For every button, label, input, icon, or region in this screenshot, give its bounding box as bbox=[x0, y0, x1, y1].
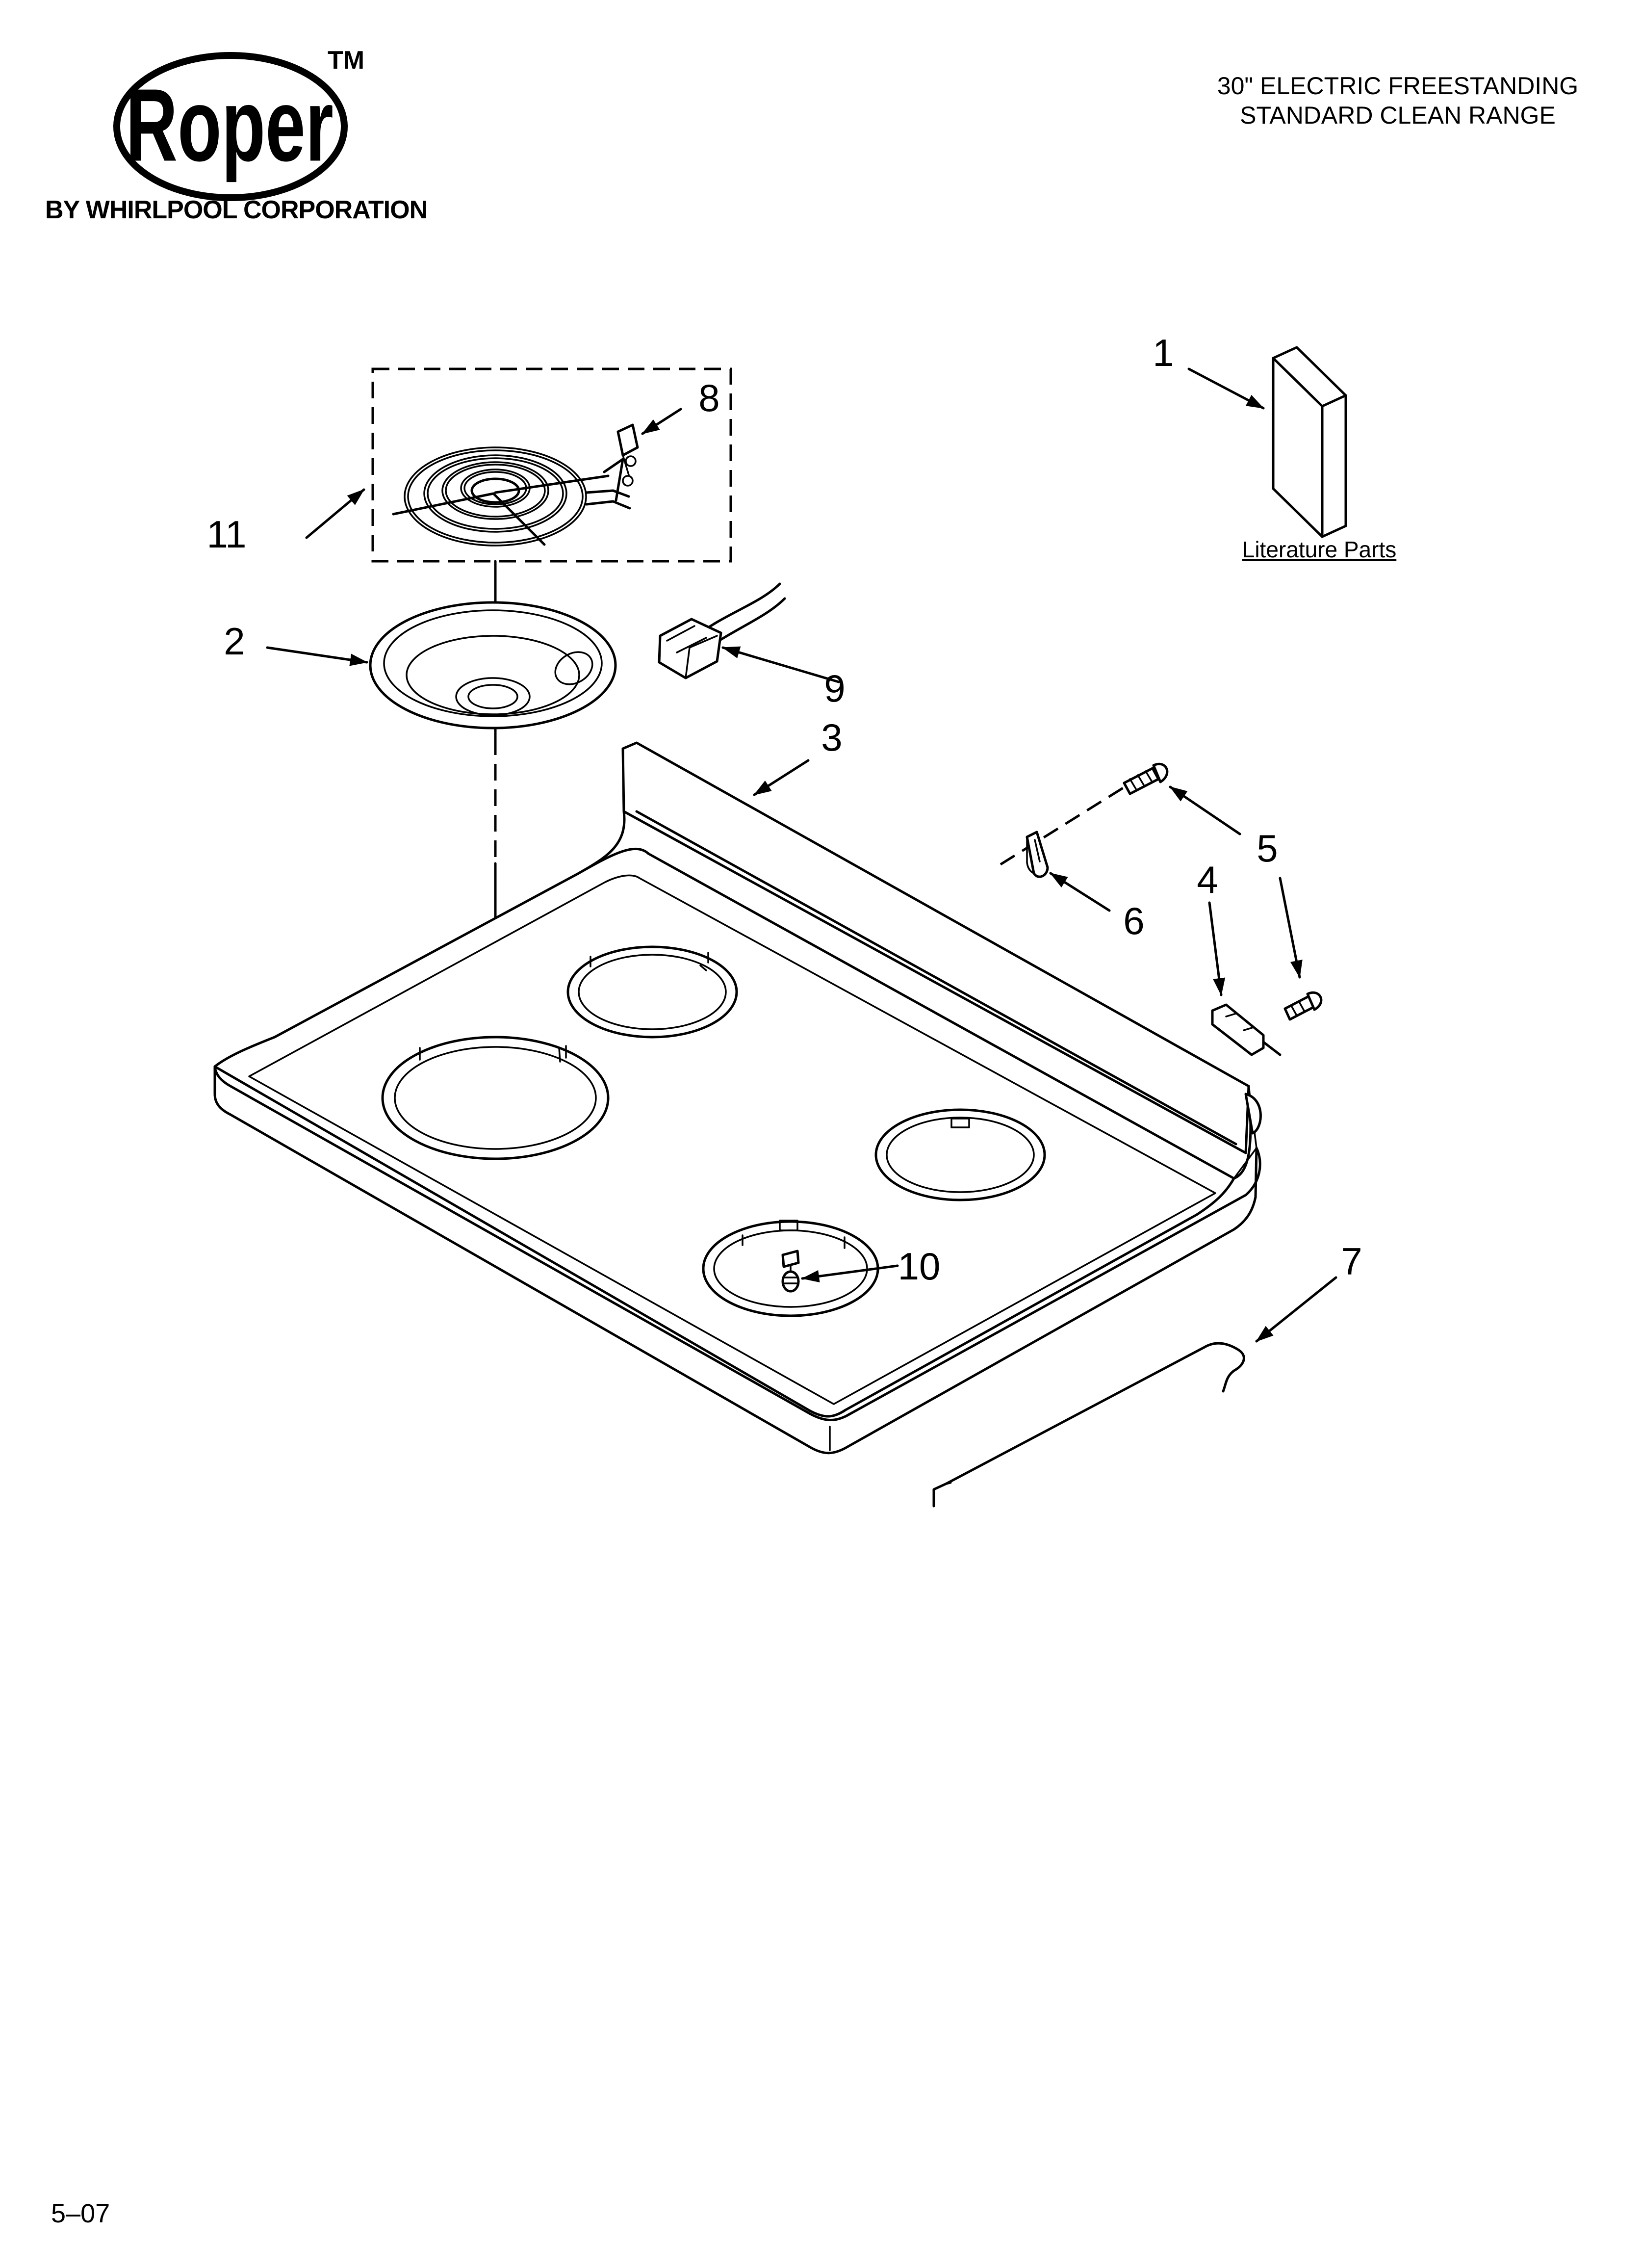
callout-6: 6 bbox=[1123, 899, 1144, 942]
callout-11: 11 bbox=[207, 513, 247, 556]
footer-date-code: 5–07 bbox=[51, 2199, 110, 2228]
drip-bowl: 2 bbox=[224, 601, 617, 730]
wire-connector: 9 bbox=[658, 582, 846, 710]
burner-opening-right-rear bbox=[874, 1108, 1046, 1201]
mounting-screws: 5 bbox=[1123, 762, 1323, 1021]
callout-8: 8 bbox=[698, 376, 719, 419]
diagram-title-line-2: STANDARD CLEAN RANGE bbox=[1240, 102, 1556, 129]
callout-4: 4 bbox=[1197, 858, 1218, 901]
literature-parts-label: Literature Parts bbox=[1242, 537, 1396, 562]
logo-oval bbox=[113, 52, 348, 201]
callout-3: 3 bbox=[821, 716, 842, 759]
terminal-block bbox=[616, 423, 639, 487]
cooktop-clip: 6 bbox=[1000, 786, 1145, 942]
element-kit-box bbox=[371, 367, 732, 563]
callout-7: 7 bbox=[1341, 1240, 1362, 1283]
callout-1: 1 bbox=[1153, 331, 1174, 374]
roper-logo: Roper TM BY WHIRLPOOL CORPORATION bbox=[45, 46, 428, 224]
logo-corporation: BY WHIRLPOOL CORPORATION bbox=[45, 196, 427, 224]
logo-trademark: TM bbox=[328, 46, 364, 75]
burner-opening-left-front bbox=[381, 1036, 610, 1160]
lid-bracket: 4 bbox=[1197, 858, 1282, 1056]
surface-element-assembly: 11 8 bbox=[207, 367, 732, 563]
burner-screw: 10 bbox=[781, 1245, 941, 1293]
literature-parts: 1 Literature Parts bbox=[1153, 331, 1396, 562]
cooktop-support-rod: 7 bbox=[932, 1240, 1362, 1508]
diagram-title-line-1: 30" ELECTRIC FREESTANDING bbox=[1217, 72, 1578, 100]
callout-9: 9 bbox=[824, 667, 845, 710]
cooktop: 3 bbox=[213, 716, 1262, 1455]
callout-5: 5 bbox=[1257, 827, 1278, 870]
burner-opening-left-rear bbox=[566, 945, 738, 1039]
callout-2: 2 bbox=[224, 620, 245, 663]
logo-brand: Roper bbox=[126, 68, 334, 182]
callout-10: 10 bbox=[898, 1245, 941, 1288]
